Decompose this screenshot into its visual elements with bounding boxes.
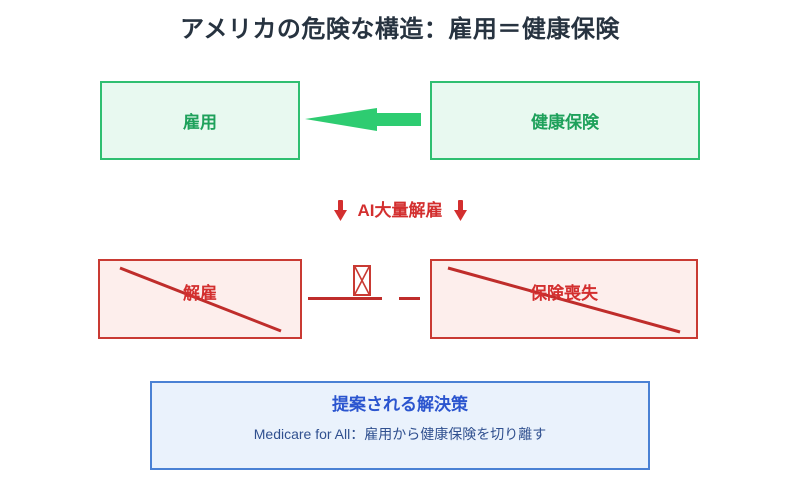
solution-description: Medicare for All：雇用から健康保険を切り離す [253,426,547,443]
down-arrow-icon [333,199,347,221]
connector-dash-right [399,297,420,300]
health-insurance-box: 健康保険 [430,81,700,160]
strikethrough-line [447,266,681,334]
insurance-loss-label: 保険喪失 [530,283,598,303]
layoff-label: 解雇 [183,283,217,303]
employment-box: 雇用 [100,81,300,160]
connector-dash-left [308,297,382,300]
strikethrough-line [119,266,282,333]
ai-layoff-label: AI大量解雇 [357,200,443,220]
insurance-loss-box: 保険喪失 [430,259,698,339]
missing-glyph-icon [353,265,371,296]
health-insurance-label: 健康保険 [531,113,599,132]
employment-label: 雇用 [183,113,217,132]
solution-heading: 提案される解決策 [332,395,468,414]
page-title: アメリカの危険な構造：雇用＝健康保険 [180,16,620,43]
layoff-box: 解雇 [98,259,302,339]
left-arrow-icon [305,108,421,131]
down-arrow-icon [453,199,467,221]
ai-layoff-cause-row: AI大量解雇 [0,197,800,223]
solution-box: 提案される解決策 Medicare for All：雇用から健康保険を切り離す [150,381,650,470]
